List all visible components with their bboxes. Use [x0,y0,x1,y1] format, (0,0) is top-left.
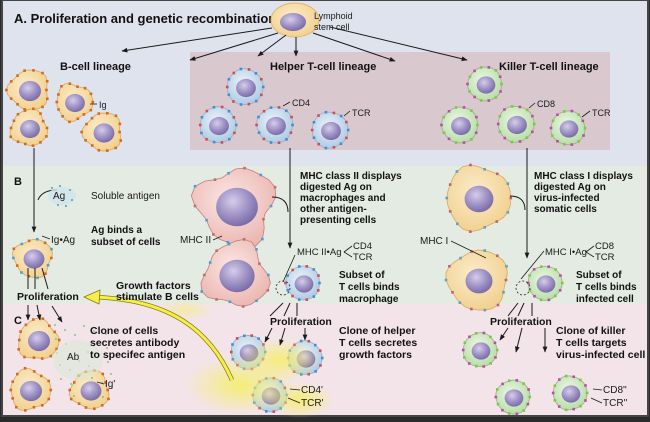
subset-infected-3: infected cell [576,294,634,305]
section-a-title: A. Proliferation and genetic recombinati… [14,11,276,26]
growth-factor-cloud [155,300,335,418]
killer-t-clone [551,374,589,412]
b-cell-lineage-heading: B-cell lineage [60,61,131,73]
ag-binds-line-2: subset of cells [91,237,161,248]
subset-infected-1: Subset of [576,270,622,281]
mhc1-desc-2: digested Ag on [534,182,606,193]
b-cell [55,82,95,124]
plasma-b-cell [17,317,61,360]
mhc1-desc-3: virus-infected [534,193,600,204]
b-cell [5,69,49,111]
ag-label: Ag [53,191,65,202]
subset-infected-2: T cells binds [576,282,637,293]
clone-b-line-2: secretes antibody [90,337,179,349]
ab-label: Ab [67,352,80,363]
mhc1-ag-label: MHC I•Ag [545,247,587,258]
tcr-dprime-label: TCR'' [603,398,627,409]
killer-t-clone [494,379,532,416]
clone-b-line-3: to specifec antigen [90,349,185,361]
mhc2-label: MHC II [180,235,211,246]
lymphoid-stem-cell [270,2,320,38]
killer-t-cell [496,105,536,144]
soluble-antigen-label: Soluble antigen [91,191,160,202]
proliferation-b-arrows [25,267,63,323]
helper-t-cell [225,67,265,106]
mhc1-binding-site [515,280,531,296]
growth-factors-line-2: stimulate B cells [116,291,199,303]
cd4-prime-label: CD4' [301,385,323,396]
macrophage-bound [200,238,271,308]
section-c-letter: C [14,315,22,327]
helper-t-cell [255,106,294,145]
helper-t-cell [198,105,238,144]
clone-helper-line-2: T cells secretes [339,337,417,349]
mhc2-desc-3: macrophages and [300,193,386,204]
killer-t-cell [440,106,479,144]
tcr-helper-label: TCR [352,108,371,118]
proliferation-killer-label: Proliferation [490,316,552,328]
subset-macrophage-1: Subset of [339,270,385,281]
helper-t-cell [310,110,350,150]
helper-t-cell-lineage-heading: Helper T-cell lineage [270,61,376,73]
antibody-cloud [53,340,103,380]
macrophage [190,166,277,249]
mhc2-desc-2: digested Ag on [300,182,372,193]
ag-binds-line-1: Ag binds a [91,225,143,236]
killer-t-cell [549,109,587,146]
killer-t-cell-bound [526,265,564,302]
mhc1-desc-4: somatic cells [534,204,597,215]
flow-arrows [31,148,530,259]
proliferation-helper-label: Proliferation [270,316,332,328]
tcr-helper-b-label: TCR [353,252,373,263]
growth-factors-line-1: Growth factors [116,280,191,292]
mhc2-ag-label: MHC II•Ag [297,247,342,258]
clone-killer-line-2: T cells targets [556,337,627,349]
ig-ag-label: Ig•Ag [51,235,75,246]
proliferation-b-label: Proliferation [17,291,79,303]
virus-infected-cell-bound [444,249,508,312]
tcr-prime-label: TCR' [301,398,324,409]
virus-infected-cell [445,163,513,233]
plasma-b-cell [9,366,53,412]
mhc2-binding-site [275,280,291,296]
clone-killer-line-3: virus-infected cell [556,349,645,361]
killer-t-cell-lineage-heading: Killer T-cell lineage [499,61,599,73]
proliferation-killer-arrows [499,302,548,353]
tcr-killer-label: TCR [592,108,611,118]
proliferation-helper-arrows [264,302,308,346]
cd8-label: CD8 [537,99,555,109]
ig-label: Ig [99,100,107,110]
stem-cell-label-1: Lymphoid [314,11,353,21]
subset-macrophage-2: T cells binds [339,282,400,293]
tcr-killer-b-label: TCR [595,252,615,263]
clone-killer-line-1: Clone of killer [556,325,625,337]
mhc2-desc-5: presenting cells [300,215,377,226]
mhc1-desc-1: MHC class I displays [534,171,633,182]
clone-b-line-1: Clone of cells [90,325,158,337]
b-cell [80,111,123,152]
cd8-dprime-label: CD8'' [603,385,627,396]
killer-t-cell [466,66,503,102]
helper-t-cell-bound [284,265,321,301]
clone-helper-line-3: growth factors [339,349,412,361]
cd4-b-label: CD4 [353,241,372,252]
cd4-label: CD4 [292,98,310,108]
mhc2-desc-4: other antigen- [300,204,367,215]
clone-helper-line-1: Clone of helper [339,325,415,337]
soluble-antigen-cloud [48,185,76,207]
b-cell [9,107,49,147]
mhc1-label: MHC I [420,236,448,247]
lineage-arrows [121,26,468,62]
section-b-letter: B [14,176,22,188]
mhc2-desc-1: MHC class II displays [300,171,402,182]
killer-t-clone [461,331,499,368]
cd8-b-label: CD8 [595,241,614,252]
ig-prime-label: Ig' [105,379,115,390]
subset-macrophage-3: macrophage [339,294,399,305]
growth-factor-arrowhead [83,289,101,305]
plasma-b-cell [68,369,110,411]
